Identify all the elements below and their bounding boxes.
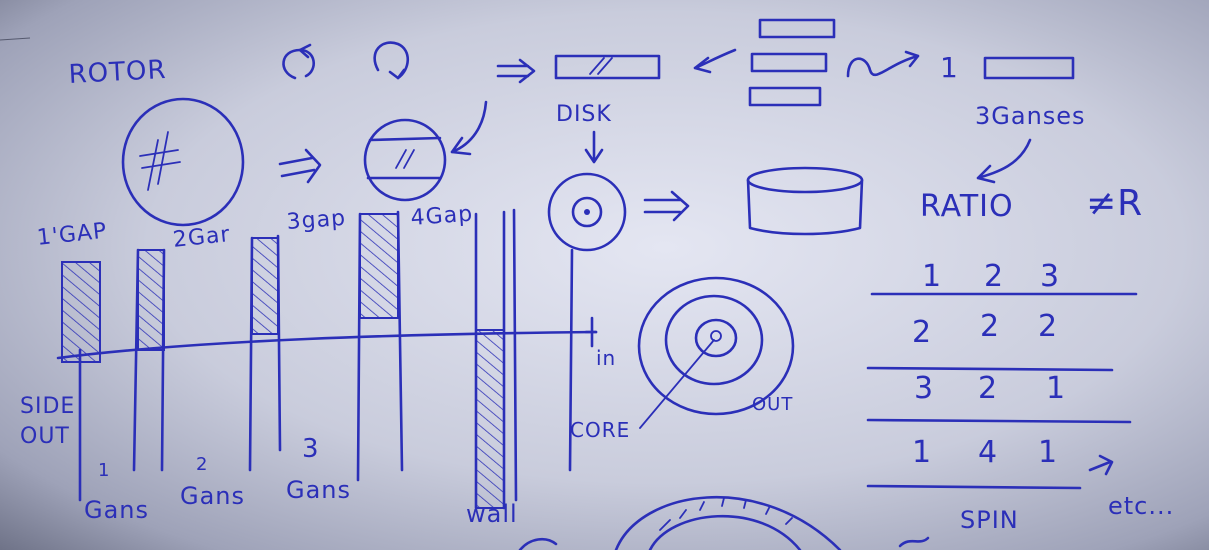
cylinder-top [748,168,862,192]
vline-6 [358,214,360,480]
three-ganses-label: 3Ganses [975,104,1086,128]
rotate-cw-arrowhead [390,70,404,78]
etc-arrow [1090,456,1112,474]
gap4-label: 4Gap [410,204,474,230]
ratio-r1-c2: 2 [984,262,1004,292]
ratio-r2-c3: 2 [1038,312,1058,342]
out-left-label: OUT [20,426,70,448]
ratio-r3-c2: 2 [978,374,998,404]
bottom-arc-inner [650,516,800,550]
one-label: 1 [940,54,959,82]
stack-bar-3 [750,88,820,105]
gans3-label: Gans [286,478,351,502]
stack-bar-2 [752,54,826,71]
ratio-r4-c3: 1 [1038,438,1058,468]
wall-label: wall [466,502,518,526]
ratio-r1-c1: 1 [922,262,942,292]
out-right-label: OUT [752,396,793,414]
vline-10 [514,210,516,500]
side-label: SIDE [20,396,75,418]
gans3-number: 3 [302,436,320,462]
to-sphere-arrow [452,102,486,154]
gap3-hatch-block [252,238,278,334]
stack-bar-1 [760,20,834,37]
gans1-number: 1 [98,462,110,480]
neq-r-label: ≠R [1086,186,1143,222]
flat-disk-hatch [590,58,612,74]
gans2-label: Gans [180,484,245,508]
etc-label: etc... [1108,494,1174,518]
sphere-hatch [396,150,414,168]
ring-core-dot [711,331,721,341]
sphere-band [368,138,440,178]
flat-disk-bar [556,56,659,78]
implies-arrow-2 [280,150,320,182]
single-bar [985,58,1073,78]
bottom-fragment-2 [900,538,928,546]
ratio-r1-c3: 3 [1040,262,1060,292]
core-label: CORE [570,420,630,440]
gap2-label: 2Gar [172,224,232,252]
rotor-label: ROTOR [68,57,167,88]
implies-arrow-1 [498,60,534,82]
ratio-line-2 [868,368,1112,370]
vline-2 [134,250,138,470]
bottom-arc-outer [616,497,840,550]
ratio-r3-c3: 1 [1046,374,1066,404]
vline-5 [278,236,280,450]
page-edge-line [0,38,30,40]
ratio-r2-c2: 2 [980,312,1000,342]
ratio-line-3 [868,420,1130,422]
ratio-r3-c1: 3 [914,374,934,404]
ring-inner [696,320,736,356]
rotate-ccw-icon [284,50,314,78]
ratio-r4-c2: 4 [978,438,998,468]
gap-diagram [58,210,596,508]
disk-center-dot [584,209,590,215]
rotor-hatch [140,132,180,190]
ratio-label: RATIO [920,192,1014,222]
ratio-r4-c1: 1 [912,438,932,468]
disk-down-arrow [586,132,602,162]
ratio-line-4 [868,486,1080,488]
vline-7 [398,212,402,470]
squiggle-arrow [848,52,918,76]
gans1-label: Gans [84,498,149,522]
stack-to-bar-arrow [695,50,735,72]
axis-end-mark [586,318,596,346]
vline-4 [250,238,252,470]
spin-label: SPIN [960,508,1019,532]
ganses-to-ratio-arrow [978,140,1030,182]
gap4-hatch-block [360,214,398,318]
wall-hatch-block [476,330,504,508]
disk-label: DISK [556,104,612,126]
gap3-label: 3gap [286,208,347,234]
ratio-r2-c1: 2 [912,318,932,348]
in-label: in [596,348,616,368]
sphere-circle [365,120,445,200]
bottom-fragment [520,539,556,550]
rotor-circle [123,99,243,225]
gap2-hatch-block [138,250,164,350]
gans2-number: 2 [196,456,208,474]
implies-arrow-3 [645,192,688,220]
gap1-hatch-block [62,262,100,362]
